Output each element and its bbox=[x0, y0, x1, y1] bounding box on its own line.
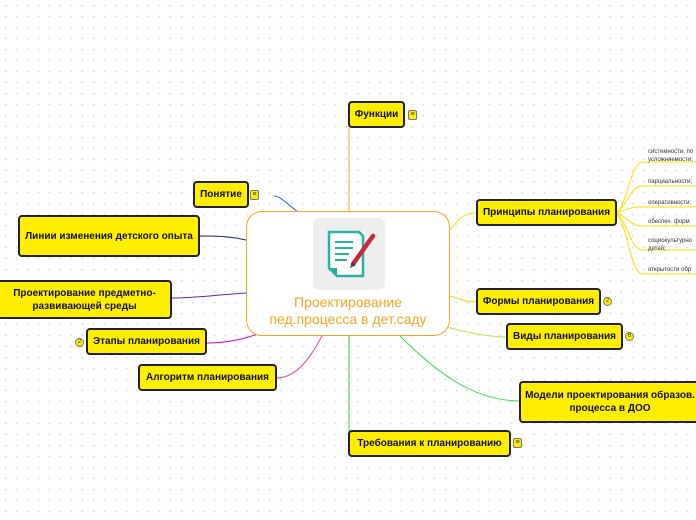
link-formy bbox=[449, 295, 477, 303]
document-pen-icon bbox=[313, 218, 385, 290]
link-vidy bbox=[441, 325, 508, 338]
link-etapy bbox=[206, 333, 259, 344]
principy-item[interactable]: обеспеч. форм bbox=[648, 219, 690, 225]
link-modeli bbox=[399, 335, 520, 402]
notes-icon[interactable]: ≡ bbox=[513, 438, 522, 448]
principy-sublinks bbox=[615, 161, 696, 275]
link-principy bbox=[449, 212, 477, 231]
node-ponyatie[interactable]: Понятие bbox=[193, 181, 249, 208]
count-badge[interactable]: 6 bbox=[625, 332, 634, 341]
count-badge[interactable]: 2 bbox=[75, 338, 84, 347]
central-topic[interactable]: Проектирование пед.процесса в дет.саду bbox=[246, 211, 450, 336]
link-linii bbox=[199, 235, 247, 241]
notes-icon[interactable]: ≡ bbox=[250, 190, 259, 200]
node-principy[interactable]: Принципы планирования bbox=[476, 199, 617, 226]
node-modeli[interactable]: Модели проектирования образов. процесса … bbox=[519, 381, 696, 423]
principy-item[interactable]: оперативности; bbox=[648, 200, 692, 206]
link-algoritm bbox=[275, 335, 323, 379]
node-linii[interactable]: Линии изменения детского опыта bbox=[18, 215, 200, 257]
node-funkcii[interactable]: Функции bbox=[348, 101, 405, 128]
node-etapy[interactable]: Этапы планирования bbox=[86, 328, 207, 355]
principy-item[interactable]: открытости обр bbox=[648, 267, 692, 273]
node-vidy[interactable]: Виды планирования bbox=[506, 323, 623, 350]
node-trebovaniya[interactable]: Требования к планированию bbox=[348, 430, 511, 457]
principy-item[interactable]: усложняемости; bbox=[648, 157, 693, 163]
node-algoritm[interactable]: Алгоритм планирования bbox=[138, 364, 277, 391]
node-formy[interactable]: Формы планирования bbox=[476, 288, 601, 315]
count-badge[interactable]: 2 bbox=[603, 297, 612, 306]
central-topic-title: Проектирование пед.процесса в дет.саду bbox=[269, 294, 427, 327]
principy-item[interactable]: детей; bbox=[648, 246, 666, 252]
link-ponyatie bbox=[273, 195, 299, 213]
link-proektirovanie-sredy bbox=[171, 292, 247, 299]
principy-item[interactable]: парциальности; bbox=[648, 179, 693, 185]
notes-icon[interactable]: ≡ bbox=[408, 110, 417, 120]
principy-item[interactable]: социокультурно bbox=[648, 238, 692, 244]
principy-item[interactable]: системности, по bbox=[648, 149, 694, 155]
node-proektirovanie-sredy[interactable]: Проектирование предметно-развивающей сре… bbox=[0, 280, 172, 319]
